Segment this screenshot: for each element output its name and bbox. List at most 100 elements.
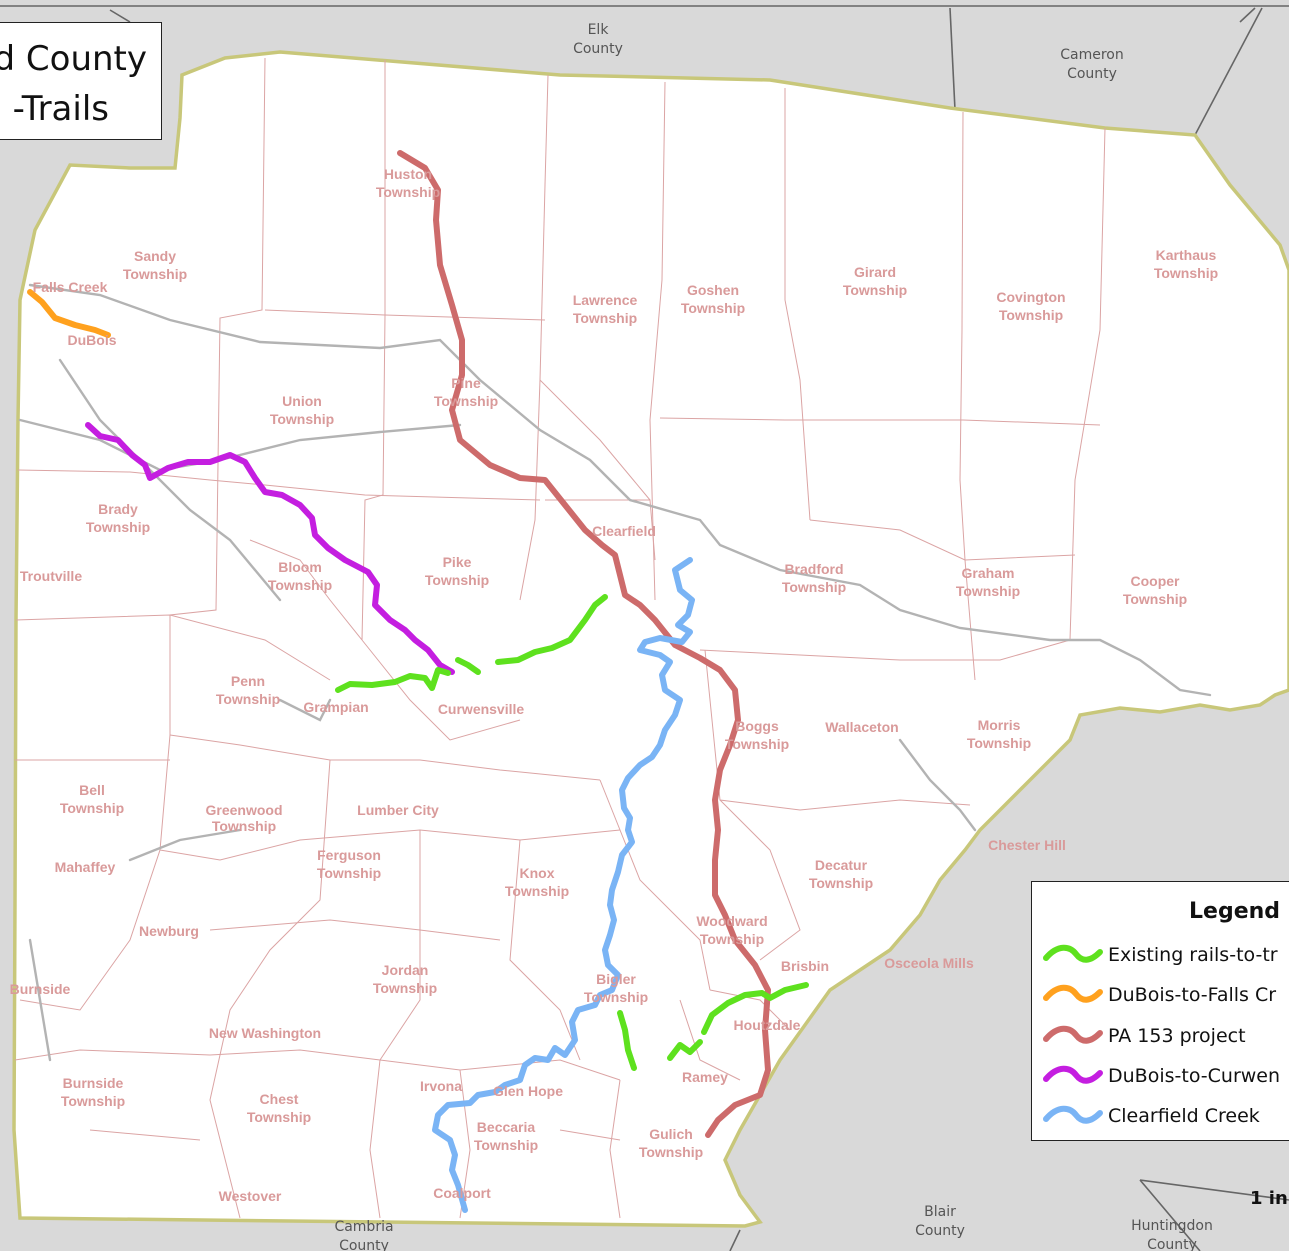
label-bloom-2: Township bbox=[268, 577, 332, 593]
cambria-county-label-2: County bbox=[339, 1238, 389, 1251]
label-newburg: Newburg bbox=[139, 923, 199, 939]
label-beccaria-1: Beccaria bbox=[477, 1119, 536, 1135]
label-morris-2: Township bbox=[967, 735, 1031, 751]
cambria-county-label-1: Cambria bbox=[334, 1219, 393, 1235]
label-girard-1: Girard bbox=[854, 264, 896, 280]
label-grampian: Grampian bbox=[303, 699, 368, 715]
label-beccaria-2: Township bbox=[474, 1137, 538, 1153]
cameron-county-label-2: County bbox=[1067, 66, 1117, 82]
elk-county-label-1: Elk bbox=[588, 22, 610, 38]
label-brady-2: Township bbox=[86, 519, 150, 535]
trail-clearfield-creek bbox=[432, 557, 695, 1213]
label-ferguson-1: Ferguson bbox=[317, 847, 381, 863]
label-goshen-1: Goshen bbox=[687, 282, 739, 298]
label-lawrence-2: Township bbox=[573, 310, 637, 326]
label-covington-1: Covington bbox=[996, 289, 1065, 305]
label-bradford-1: Bradford bbox=[784, 561, 843, 577]
label-jordan-1: Jordan bbox=[382, 962, 429, 978]
label-bloom-1: Bloom bbox=[278, 559, 322, 575]
trail-existing-main bbox=[335, 594, 608, 693]
label-bigler-2: Township bbox=[584, 989, 648, 1005]
label-troutville: Troutville bbox=[20, 568, 82, 584]
trail-dubois-curwensville bbox=[85, 422, 455, 675]
legend-swatch-blue bbox=[1043, 1105, 1103, 1124]
label-falls-creek: Falls Creek bbox=[33, 279, 108, 295]
label-coalport: Coalport bbox=[433, 1185, 491, 1201]
trail-dubois-falls-creek bbox=[27, 289, 111, 338]
trails bbox=[27, 150, 809, 1213]
label-burnside-twp-2: Township bbox=[61, 1093, 125, 1109]
label-gulich-2: Township bbox=[639, 1144, 703, 1160]
trail-existing-south bbox=[617, 982, 809, 1071]
label-knox-1: Knox bbox=[520, 865, 555, 881]
label-covington-2: Township bbox=[999, 307, 1063, 323]
legend-item-clearfield-creek: Clearfield Creek bbox=[1040, 1101, 1289, 1131]
label-goshen-2: Township bbox=[681, 300, 745, 316]
label-pike-2: Township bbox=[425, 572, 489, 588]
legend-swatch-purple bbox=[1043, 1065, 1103, 1084]
label-penn-1: Penn bbox=[231, 673, 265, 689]
label-dubois: DuBois bbox=[68, 332, 117, 348]
label-brady-1: Brady bbox=[98, 501, 138, 517]
label-greenwood-2: Township bbox=[212, 818, 276, 834]
label-boggs-1: Boggs bbox=[735, 718, 779, 734]
label-clearfield: Clearfield bbox=[592, 523, 656, 539]
label-sandy-1: Sandy bbox=[134, 248, 176, 264]
legend-title: Legend bbox=[1189, 899, 1281, 924]
label-graham-1: Graham bbox=[962, 565, 1015, 581]
blair-county-label-1: Blair bbox=[924, 1204, 956, 1220]
township-lines bbox=[14, 57, 1106, 1219]
label-chest-2: Township bbox=[247, 1109, 311, 1125]
label-pike-1: Pike bbox=[443, 554, 472, 570]
legend-swatch-green bbox=[1043, 944, 1103, 963]
label-boggs-2: Township bbox=[725, 736, 789, 752]
legend-swatch-red bbox=[1043, 1025, 1103, 1044]
label-burnside-borough: Burnside bbox=[10, 981, 71, 997]
label-osceola-mills: Osceola Mills bbox=[884, 955, 974, 971]
label-knox-2: Township bbox=[505, 883, 569, 899]
label-penn-2: Township bbox=[216, 691, 280, 707]
label-morris-1: Morris bbox=[978, 717, 1021, 733]
legend-item-dubois-falls-creek: DuBois-to-Falls Cr bbox=[1040, 980, 1289, 1010]
legend-label-clearfield-creek: Clearfield Creek bbox=[1108, 1105, 1260, 1127]
label-jordan-2: Township bbox=[373, 980, 437, 996]
label-chest-1: Chest bbox=[260, 1091, 299, 1107]
huntingdon-county-label-2: County bbox=[1147, 1237, 1197, 1251]
label-sandy-2: Township bbox=[123, 266, 187, 282]
label-irvona: Irvona bbox=[420, 1078, 462, 1094]
legend-item-dubois-curwensville: DuBois-to-Curwen bbox=[1040, 1061, 1289, 1091]
map-title-box: d County -Trails bbox=[0, 22, 162, 140]
label-graham-2: Township bbox=[956, 583, 1020, 599]
label-curwensville: Curwensville bbox=[438, 701, 525, 717]
label-brisbin: Brisbin bbox=[781, 958, 829, 974]
legend-label-existing: Existing rails-to-tr bbox=[1108, 944, 1278, 966]
label-cooper-1: Cooper bbox=[1131, 573, 1181, 589]
label-woodward-1: Woodward bbox=[696, 913, 767, 929]
label-wallaceton: Wallaceton bbox=[825, 719, 898, 735]
map-title-line-2: -Trails bbox=[12, 89, 109, 129]
label-glen-hope: Glen Hope bbox=[493, 1083, 563, 1099]
huntingdon-county-label-1: Huntingdon bbox=[1131, 1218, 1213, 1234]
legend-item-existing-rails-to-trails: Existing rails-to-tr bbox=[1040, 940, 1289, 970]
cameron-county-label-1: Cameron bbox=[1060, 47, 1124, 63]
label-pine-1: Pine bbox=[451, 375, 481, 391]
legend-label-pa153: PA 153 project bbox=[1108, 1025, 1246, 1047]
label-pine-2: Township bbox=[434, 393, 498, 409]
label-girard-2: Township bbox=[843, 282, 907, 298]
legend-box: Legend Existing rails-to-tr DuBois-to-Fa… bbox=[1031, 881, 1289, 1141]
label-bradford-2: Township bbox=[782, 579, 846, 595]
trail-pa153 bbox=[397, 150, 771, 1138]
label-woodward-2: Township bbox=[700, 931, 764, 947]
label-union-2: Township bbox=[270, 411, 334, 427]
label-huston-1: Huston bbox=[384, 166, 432, 182]
neighbor-county-lines bbox=[0, 5, 1289, 1251]
label-union-1: Union bbox=[282, 393, 322, 409]
label-ferguson-2: Township bbox=[317, 865, 381, 881]
label-westover: Westover bbox=[219, 1188, 282, 1204]
elk-county-label-2: County bbox=[573, 41, 623, 57]
label-ramey: Ramey bbox=[682, 1069, 728, 1085]
label-gulich-1: Gulich bbox=[649, 1126, 693, 1142]
map-title-line-1: d County bbox=[0, 39, 147, 79]
label-new-washington: New Washington bbox=[209, 1025, 321, 1041]
